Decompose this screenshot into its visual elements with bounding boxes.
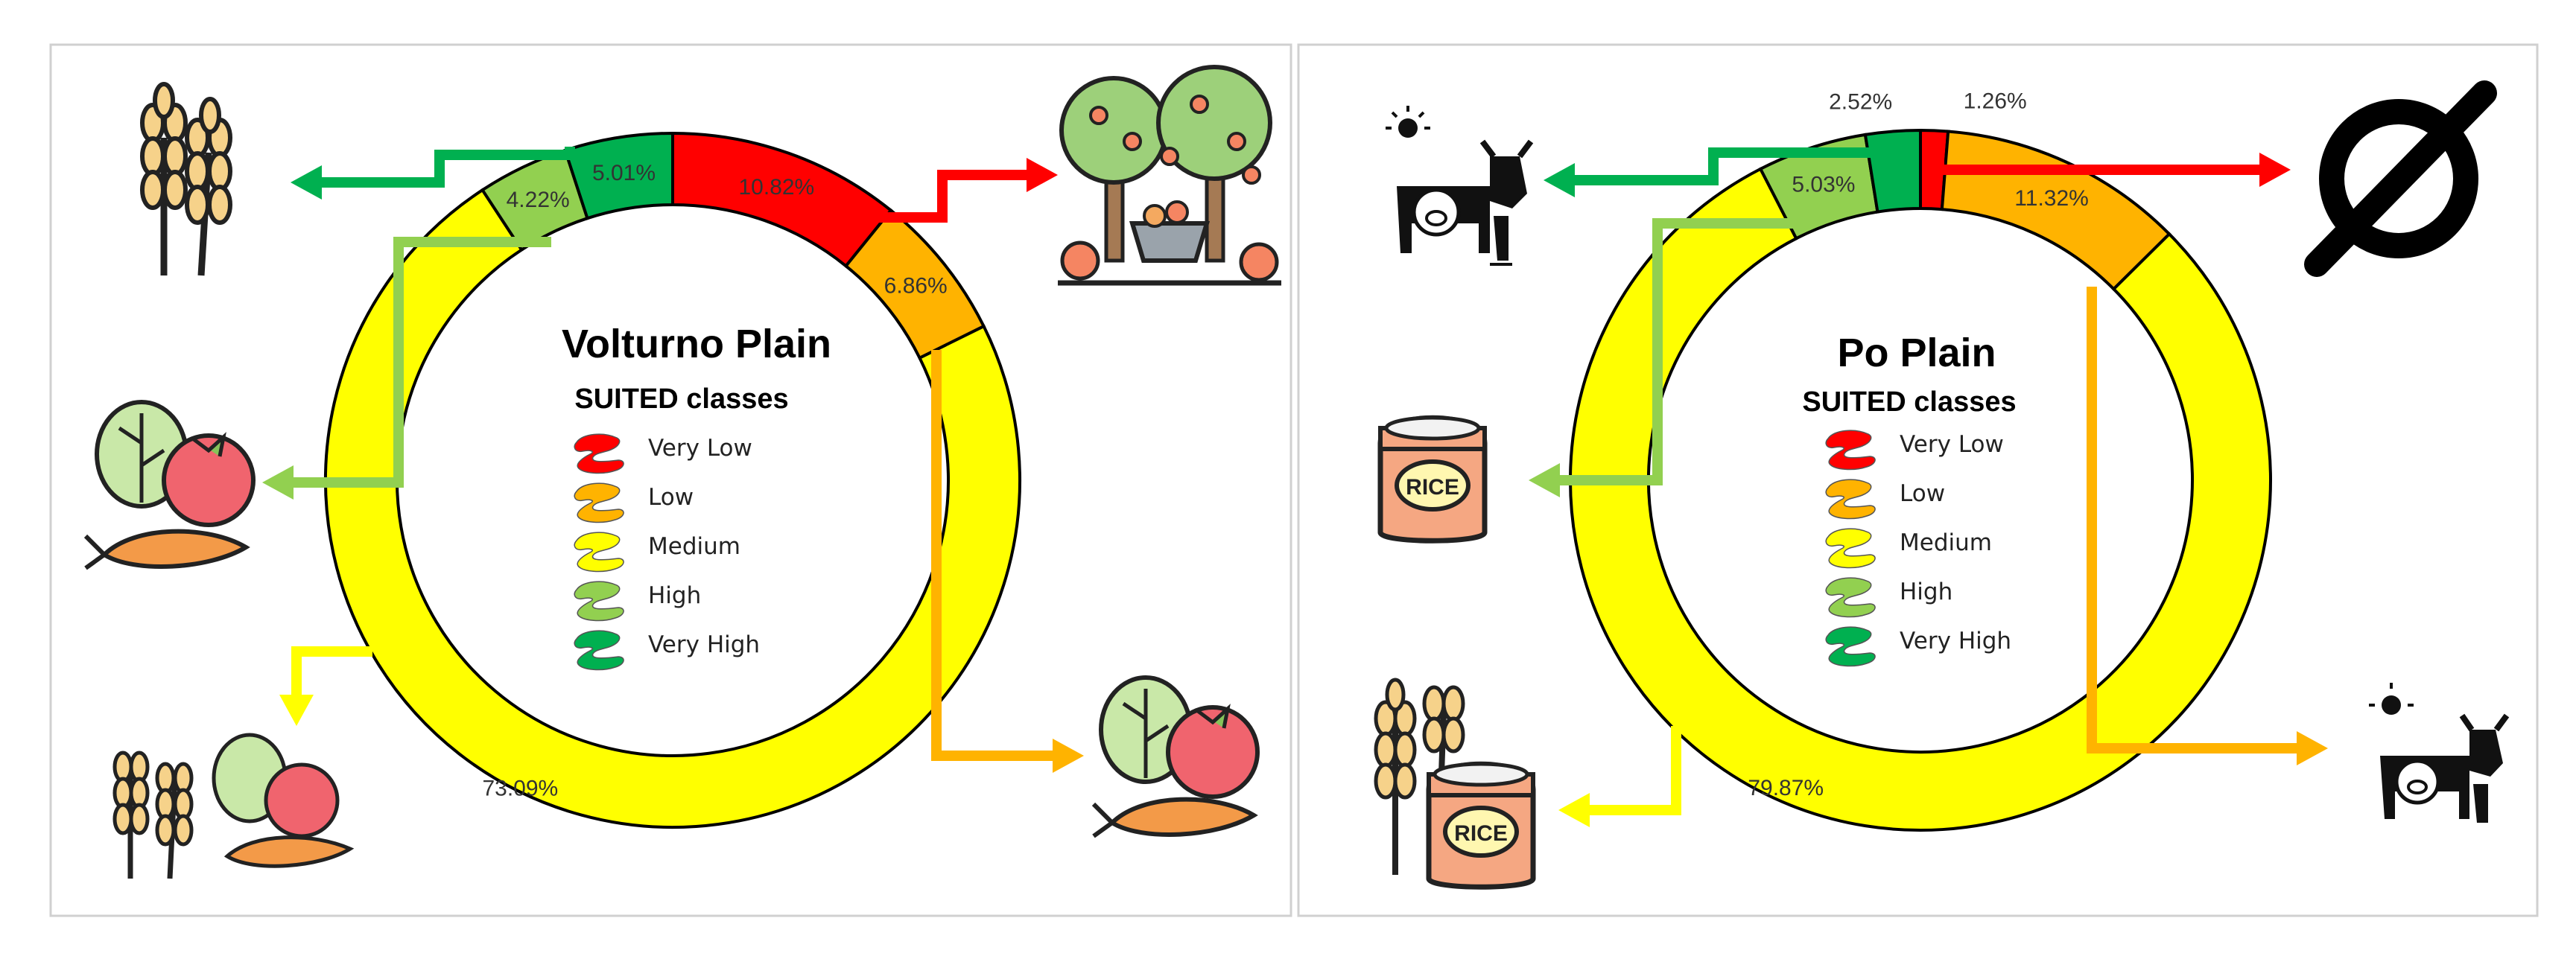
slice-label: 2.52% xyxy=(1829,90,1892,115)
legend-item-very-high: Very High xyxy=(1825,626,2011,667)
chart-title: Volturno Plain xyxy=(562,322,831,366)
legend-item-medium: Medium xyxy=(574,532,740,573)
legend-item-low: Low xyxy=(574,482,694,523)
wheat-and-rice-icon: RICE xyxy=(1374,678,1536,890)
rice-bag-icon: RICE xyxy=(1377,415,1488,544)
arrow-very-low xyxy=(872,158,1058,223)
chart-subtitle: SUITED classes xyxy=(574,383,788,415)
arrow-medium xyxy=(279,646,372,726)
legend-label: Very Low xyxy=(1900,431,2004,458)
empty-set-icon xyxy=(2304,80,2497,277)
legend-item-very-high: Very High xyxy=(574,630,760,671)
legend-label: Very Low xyxy=(648,435,752,462)
arrow-low xyxy=(2087,287,2328,765)
svg-text:RICE: RICE xyxy=(1406,475,1459,500)
slice-label: 1.26% xyxy=(1964,89,2027,113)
legend-label: High xyxy=(1900,579,1952,605)
panel-po: 1.26% 11.32% 79.87% 5.03% 2.52% Po Plain SUI… xyxy=(1297,43,2539,917)
wheat-icon xyxy=(140,82,232,276)
donut-slice-medium xyxy=(1569,167,2272,832)
legend-label: Low xyxy=(648,484,694,511)
legend-label: Very High xyxy=(648,631,760,658)
arrow-very-high xyxy=(1544,147,1914,197)
arrow-very-high xyxy=(291,147,575,200)
slice-label: 5.01% xyxy=(592,161,656,185)
svg-text:RICE: RICE xyxy=(1454,821,1508,846)
legend-item-high: High xyxy=(1825,577,1952,618)
legend-item-very-low: Very Low xyxy=(574,433,752,474)
legend-label: Medium xyxy=(1900,529,1992,556)
livestock-icon xyxy=(2369,683,2510,823)
chart-title: Po Plain xyxy=(1837,331,1996,375)
legend-label: Low xyxy=(1900,480,1945,507)
donut-slice-medium xyxy=(324,188,1022,829)
slice-label: 4.22% xyxy=(507,188,570,212)
panel-volturno: 10.82% 6.86% 73.09% 4.22% 5.01% Volturno Pla… xyxy=(49,43,1292,917)
slice-label: 79.87% xyxy=(1748,776,1824,800)
legend-label: High xyxy=(648,582,701,609)
legend-label: Very High xyxy=(1900,628,2011,654)
legend-label: Medium xyxy=(648,533,740,560)
vegetables-icon xyxy=(83,400,256,570)
arrow-medium xyxy=(1558,726,1681,827)
slice-label: 73.09% xyxy=(482,776,558,800)
legend-item-low: Low xyxy=(1825,479,1945,520)
arrow-low xyxy=(931,350,1084,773)
legend-item-medium: Medium xyxy=(1825,528,1992,569)
slice-label: 10.82% xyxy=(738,175,814,200)
arrow-high xyxy=(262,237,551,500)
livestock-icon xyxy=(1386,106,1534,266)
vegetables-icon xyxy=(1091,675,1260,838)
wheat-and-vegetables-icon xyxy=(112,733,355,879)
orchard-icon xyxy=(1058,65,1281,286)
slice-label: 5.03% xyxy=(1792,173,1855,197)
arrow-high xyxy=(1529,218,1799,497)
arrow-very-low xyxy=(1934,141,2291,187)
legend-item-very-low: Very Low xyxy=(1825,430,2004,471)
donut-slice-very-high xyxy=(563,131,674,220)
slice-label: 6.86% xyxy=(884,274,948,299)
chart-subtitle: SUITED classes xyxy=(1802,386,2016,418)
legend-item-high: High xyxy=(574,581,701,622)
slice-label: 11.32% xyxy=(2014,186,2089,211)
donut-chart-volturno: 10.82% 6.86% 73.09% 4.22% 5.01% xyxy=(324,131,1022,829)
